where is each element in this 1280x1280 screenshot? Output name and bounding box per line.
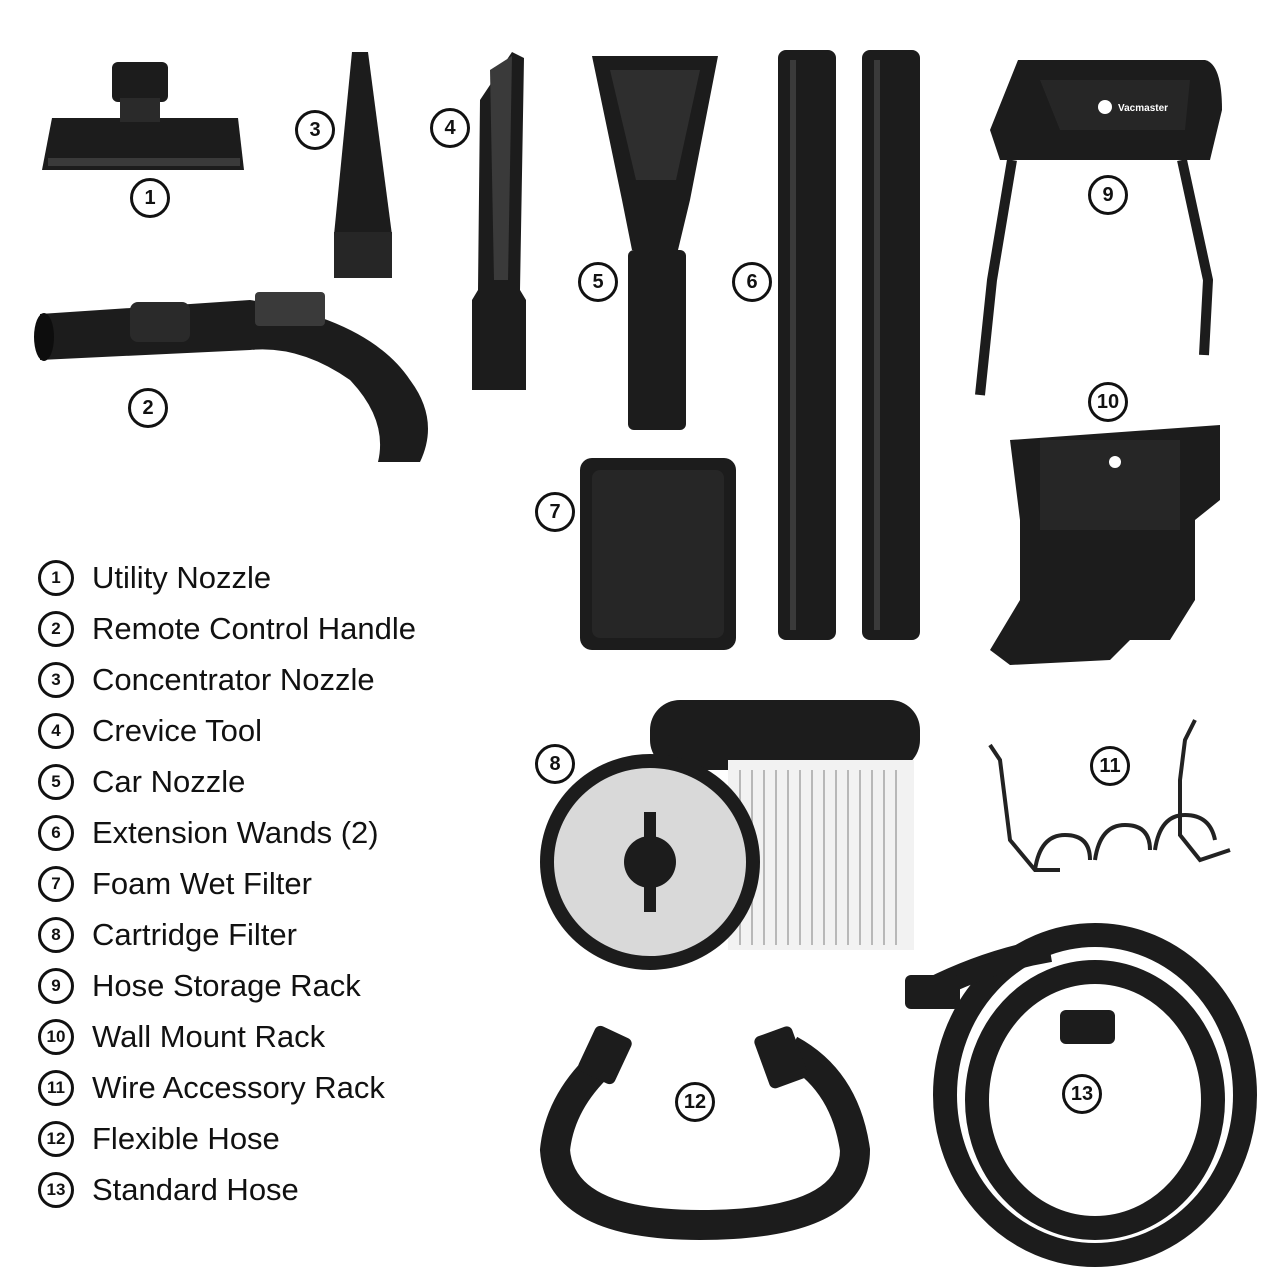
- callout-5: 5: [578, 262, 618, 302]
- callout-4: 4: [430, 108, 470, 148]
- cartridge-filter: [540, 700, 920, 970]
- remote-control-handle: [34, 292, 428, 462]
- legend-number: 3: [38, 661, 74, 698]
- legend-number: 12: [38, 1120, 74, 1157]
- legend-item: 1 Utility Nozzle: [38, 552, 416, 603]
- parts-legend: 1 Utility Nozzle 2 Remote Control Handle 3…: [38, 552, 416, 1215]
- callout-13: 13: [1062, 1074, 1102, 1114]
- legend-item: 7 Foam Wet Filter: [38, 858, 416, 909]
- legend-item: 4 Crevice Tool: [38, 705, 416, 756]
- brand-logo: Vacmaster: [1118, 103, 1168, 114]
- callout-7: 7: [535, 492, 575, 532]
- callout-12: 12: [675, 1082, 715, 1122]
- callout-2: 2: [128, 388, 168, 428]
- legend-item: 3 Concentrator Nozzle: [38, 654, 416, 705]
- hose-cuff: [1060, 1010, 1115, 1044]
- legend-number: 7: [38, 865, 74, 902]
- hose-cuff: [905, 975, 960, 1009]
- foam-wet-filter: [580, 458, 736, 650]
- legend-item: 2 Remote Control Handle: [38, 603, 416, 654]
- utility-nozzle: [42, 62, 244, 170]
- legend-label: Utility Nozzle: [92, 559, 272, 595]
- legend-number: 8: [38, 916, 74, 953]
- concentrator-nozzle: [334, 52, 392, 278]
- legend-label: Car Nozzle: [92, 763, 246, 799]
- callout-9: 9: [1088, 175, 1128, 215]
- legend-item: 11 Wire Accessory Rack: [38, 1062, 416, 1113]
- legend-number: 10: [38, 1018, 74, 1055]
- legend-number: 13: [38, 1171, 74, 1208]
- callout-1: 1: [130, 178, 170, 218]
- callout-8: 8: [535, 744, 575, 784]
- legend-number: 4: [38, 712, 74, 749]
- legend-number: 9: [38, 967, 74, 1004]
- flexible-hose: [539, 1025, 871, 1241]
- legend-number: 5: [38, 763, 74, 800]
- legend-item: 12 Flexible Hose: [38, 1113, 416, 1164]
- legend-label: Flexible Hose: [92, 1120, 280, 1156]
- legend-label: Extension Wands (2): [92, 814, 379, 850]
- legend-number: 6: [38, 814, 74, 851]
- crevice-tool: [472, 52, 526, 390]
- callout-3: 3: [295, 110, 335, 150]
- legend-number: 11: [38, 1069, 74, 1106]
- legend-item: 13 Standard Hose: [38, 1164, 416, 1215]
- legend-item: 8 Cartridge Filter: [38, 909, 416, 960]
- callout-10: 10: [1088, 382, 1128, 422]
- legend-item: 5 Car Nozzle: [38, 756, 416, 807]
- extension-wands: [778, 50, 920, 640]
- callout-11: 11: [1090, 746, 1130, 786]
- legend-item: 6 Extension Wands (2): [38, 807, 416, 858]
- wire-accessory-rack: [988, 719, 1231, 872]
- legend-label: Foam Wet Filter: [92, 865, 312, 901]
- legend-label: Cartridge Filter: [92, 916, 297, 952]
- legend-label: Hose Storage Rack: [92, 967, 361, 1003]
- legend-label: Wire Accessory Rack: [92, 1069, 385, 1105]
- legend-label: Wall Mount Rack: [92, 1018, 326, 1054]
- legend-number: 1: [38, 559, 74, 596]
- legend-item: 10 Wall Mount Rack: [38, 1011, 416, 1062]
- legend-label: Standard Hose: [92, 1171, 299, 1207]
- legend-number: 2: [38, 610, 74, 647]
- legend-label: Remote Control Handle: [92, 610, 416, 646]
- legend-label: Crevice Tool: [92, 712, 263, 748]
- legend-label: Concentrator Nozzle: [92, 661, 375, 697]
- hose-storage-rack: Vacmaster: [975, 60, 1222, 396]
- wall-mount-rack: [990, 425, 1220, 665]
- legend-item: 9 Hose Storage Rack: [38, 960, 416, 1011]
- callout-6: 6: [732, 262, 772, 302]
- car-nozzle: [592, 56, 718, 430]
